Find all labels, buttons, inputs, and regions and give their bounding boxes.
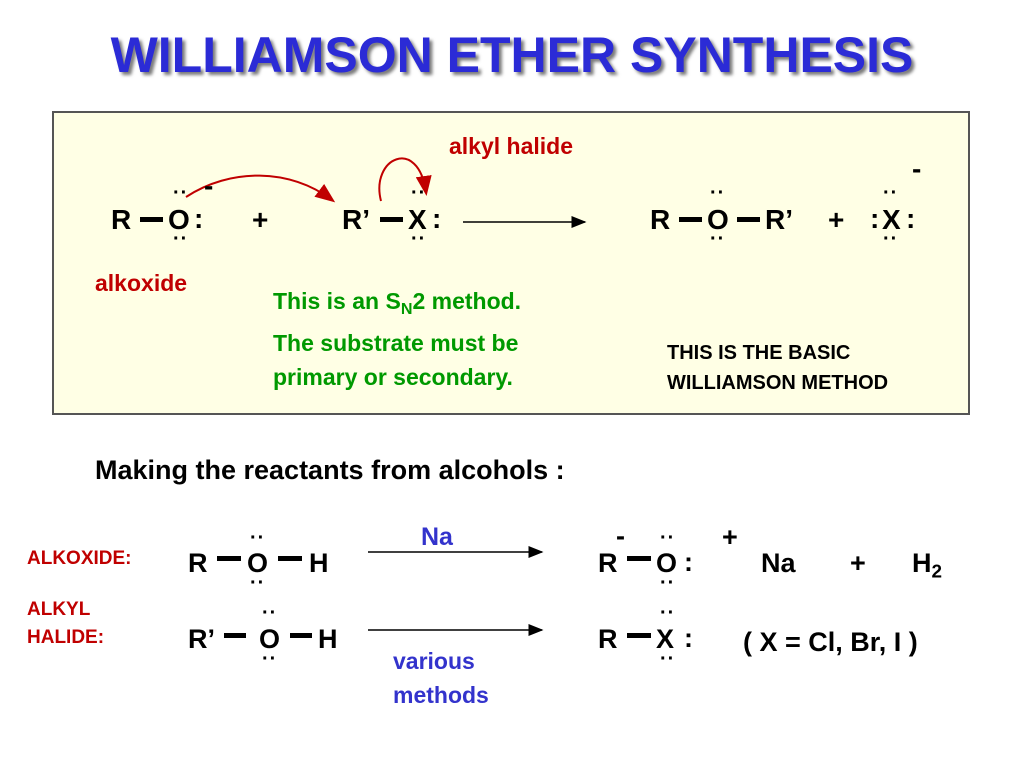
alkoxide-o: O bbox=[168, 204, 190, 235]
hydrogen-gas: H2 bbox=[912, 548, 943, 583]
bond-r-o bbox=[224, 633, 246, 638]
alkoxide-o: O bbox=[656, 548, 678, 578]
lone-pair-bottom: ·· bbox=[660, 648, 676, 670]
bond-r-x bbox=[627, 633, 651, 638]
bond-o-h bbox=[290, 633, 312, 638]
alkoxide-r: R bbox=[111, 204, 132, 235]
alcohol-r-prime: R’ bbox=[188, 624, 215, 654]
basic-method-box bbox=[52, 111, 970, 415]
halide-ion-x: X bbox=[882, 204, 901, 235]
alkyl-halide-label: alkyl halide bbox=[449, 133, 574, 159]
basic-method-note: THIS IS THE BASIC WILLIAMSON METHOD bbox=[667, 342, 889, 394]
curved-arrow-alkoxide-attack bbox=[185, 174, 336, 203]
reagent-na: Na bbox=[421, 523, 453, 551]
plus-sign: + bbox=[828, 204, 845, 235]
lone-pair-bottom: ·· bbox=[660, 572, 676, 594]
row-label-alkoxide: ALKOXIDE: bbox=[27, 548, 132, 569]
plus-sign: + bbox=[850, 548, 866, 578]
lone-pair-bottom: ·· bbox=[883, 228, 899, 250]
bond-r-o bbox=[217, 556, 241, 561]
making-reactants-heading: Making the reactants from alcohols : bbox=[95, 455, 565, 485]
bond-o-h bbox=[278, 556, 302, 561]
bond-r-o bbox=[627, 556, 651, 561]
bond-r-o bbox=[140, 217, 163, 222]
alcohol-o: O bbox=[247, 548, 269, 578]
lone-pair-side: : bbox=[432, 203, 442, 234]
plus-sign: + bbox=[252, 204, 269, 235]
halogen-list: ( X = Cl, Br, I ) bbox=[743, 627, 918, 657]
alcohol-h: H bbox=[309, 548, 329, 578]
sn2-note: This is an SN2 method. The substrate mus… bbox=[273, 288, 522, 390]
bond-o-r bbox=[737, 217, 760, 222]
lone-pair-top: ·· bbox=[262, 602, 278, 624]
lone-pair-top: ·· bbox=[883, 182, 899, 204]
alcohol-o: O bbox=[259, 624, 281, 654]
negative-charge: - bbox=[204, 170, 214, 201]
lone-pair-bottom: ·· bbox=[250, 572, 266, 594]
positive-charge: + bbox=[722, 522, 738, 552]
lone-pair-side: : bbox=[870, 203, 880, 234]
lone-pair-top: ·· bbox=[250, 527, 266, 549]
halide-x: X bbox=[408, 204, 427, 235]
alkoxide-label: alkoxide bbox=[95, 270, 188, 296]
lone-pair-top: ·· bbox=[710, 182, 726, 204]
ether-o: O bbox=[707, 204, 729, 235]
alkoxide-r: R bbox=[598, 548, 618, 578]
alcohol-r: R bbox=[188, 548, 208, 578]
lone-pair-top: ·· bbox=[411, 182, 427, 204]
ether-r-prime: R’ bbox=[765, 204, 793, 235]
lone-pair-bottom: ·· bbox=[173, 228, 189, 250]
lone-pair-side: : bbox=[684, 623, 693, 653]
lone-pair-side: : bbox=[194, 203, 204, 234]
sodium-na: Na bbox=[761, 548, 796, 578]
lone-pair-bottom: ·· bbox=[710, 228, 726, 250]
bond-r-x bbox=[380, 217, 403, 222]
lone-pair-side: : bbox=[906, 203, 916, 234]
bond-r-o bbox=[679, 217, 702, 222]
lone-pair-bottom: ·· bbox=[262, 648, 278, 670]
negative-charge: - bbox=[616, 521, 625, 551]
lone-pair-bottom: ·· bbox=[411, 228, 427, 250]
alcohol-h: H bbox=[318, 624, 338, 654]
alkyl-r-prime: R’ bbox=[342, 204, 370, 235]
row-label-alkyl-halide: ALKYL HALIDE: bbox=[27, 599, 105, 648]
page-title: WILLIAMSON ETHER SYNTHESIS bbox=[110, 27, 914, 83]
reagent-various-methods: various methods bbox=[393, 648, 489, 708]
lone-pair-side: : bbox=[684, 547, 693, 577]
lone-pair-top: ·· bbox=[660, 602, 676, 624]
curved-arrow-leaving-group bbox=[378, 157, 432, 202]
halide-r: R bbox=[598, 624, 618, 654]
ether-r: R bbox=[650, 204, 671, 235]
lone-pair-top: ·· bbox=[173, 182, 189, 204]
halide-x: X bbox=[656, 624, 675, 654]
negative-charge: - bbox=[912, 153, 922, 184]
lone-pair-top: ·· bbox=[660, 527, 676, 549]
